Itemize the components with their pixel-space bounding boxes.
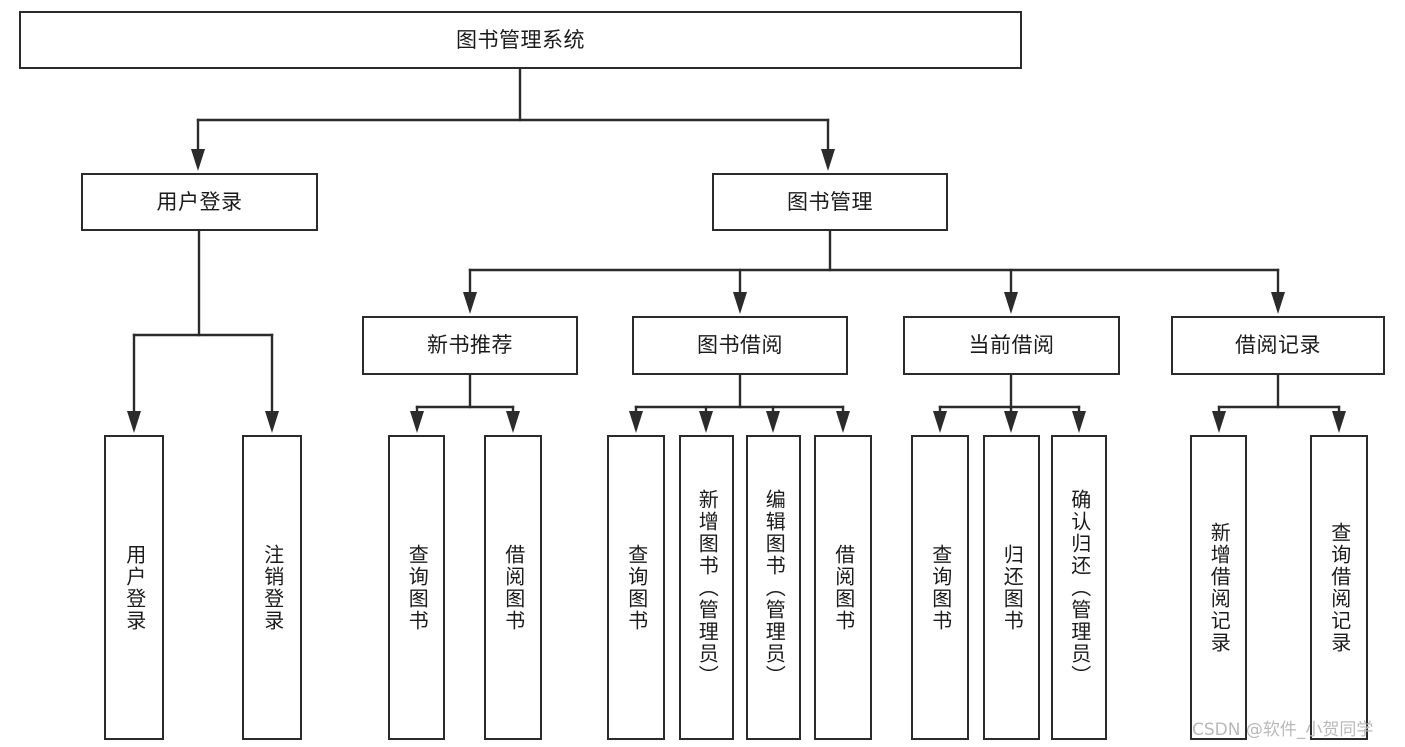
leaf-add-book-label: 新增图书（管理员）	[695, 488, 720, 687]
leaf-query-book-2[interactable]: 查询图书	[607, 435, 665, 740]
leaf-add-borrow-record-label: 新增借阅记录	[1207, 521, 1232, 654]
leaf-add-borrow-record[interactable]: 新增借阅记录	[1190, 435, 1247, 740]
leaf-logout[interactable]: 注销登录	[242, 435, 302, 740]
leaf-return-book[interactable]: 归还图书	[983, 435, 1040, 740]
node-user-login-label: 用户登录	[156, 189, 243, 214]
leaf-confirm-return[interactable]: 确认归还（管理员）	[1051, 435, 1107, 740]
node-root[interactable]: 图书管理系统	[19, 11, 1022, 69]
leaf-user-login[interactable]: 用户登录	[104, 435, 164, 740]
arrow-to-borrow-record	[1271, 292, 1285, 314]
leaf-query-book-1[interactable]: 查询图书	[388, 435, 445, 740]
node-borrowing-record-label: 借阅记录	[1235, 333, 1321, 358]
arrow-to-user-login	[191, 149, 205, 171]
csdn-watermark: CSDN @软件_小贺同学	[1192, 720, 1374, 740]
arrow-to-leaf-logout	[265, 411, 279, 433]
node-book-management[interactable]: 图书管理	[712, 173, 948, 231]
leaf-borrow-book-2-label: 借阅图书	[831, 543, 856, 632]
leaf-return-book-label: 归还图书	[1000, 543, 1025, 632]
arrow-to-leaf-user-login	[127, 411, 141, 433]
leaf-borrow-book-1[interactable]: 借阅图书	[484, 435, 542, 740]
leaf-borrow-book-1-label: 借阅图书	[501, 543, 526, 632]
node-book-borrowing[interactable]: 图书借阅	[632, 316, 848, 375]
leaf-confirm-return-label: 确认归还（管理员）	[1067, 488, 1092, 687]
leaf-user-login-label: 用户登录	[122, 543, 147, 632]
node-current-borrowing-label: 当前借阅	[968, 333, 1055, 358]
node-user-login[interactable]: 用户登录	[81, 173, 318, 231]
leaf-query-borrow-record-label: 查询借阅记录	[1327, 521, 1352, 654]
leaf-edit-book[interactable]: 编辑图书（管理员）	[746, 435, 801, 740]
leaf-logout-label: 注销登录	[260, 543, 285, 632]
leaf-query-book-1-label: 查询图书	[405, 543, 430, 632]
arrow-to-leaf-query-record	[1332, 411, 1346, 433]
leaf-query-borrow-record[interactable]: 查询借阅记录	[1310, 435, 1368, 740]
arrow-to-book-borrow	[733, 292, 747, 314]
arrow-to-leaf-return-book	[1004, 411, 1018, 433]
node-book-borrowing-label: 图书借阅	[697, 333, 783, 358]
arrow-to-leaf-edit-book	[766, 411, 780, 433]
arrow-to-new-book-rec	[463, 292, 477, 314]
node-current-borrowing[interactable]: 当前借阅	[903, 316, 1120, 375]
arrow-to-leaf-add-record	[1212, 411, 1226, 433]
node-new-book-recommendation[interactable]: 新书推荐	[362, 316, 578, 375]
leaf-add-book[interactable]: 新增图书（管理员）	[679, 435, 734, 740]
arrow-to-leaf-add-book	[699, 411, 713, 433]
leaf-query-book-3[interactable]: 查询图书	[911, 435, 969, 740]
leaf-edit-book-label: 编辑图书（管理员）	[762, 488, 787, 687]
arrow-to-leaf-confirm-return	[1072, 411, 1086, 433]
leaf-borrow-book-2[interactable]: 借阅图书	[814, 435, 872, 740]
arrow-to-leaf-query-book-1	[410, 411, 424, 433]
node-borrowing-record[interactable]: 借阅记录	[1171, 316, 1385, 375]
arrow-to-leaf-query-book-2	[629, 411, 643, 433]
arrow-to-leaf-borrow-book-1	[506, 411, 520, 433]
node-new-book-recommendation-label: 新书推荐	[427, 333, 513, 358]
arrow-to-current-borrow	[1004, 292, 1018, 314]
leaf-query-book-3-label: 查询图书	[928, 543, 953, 632]
arrow-to-leaf-query-book-3	[933, 411, 947, 433]
arrow-to-leaf-borrow-book-2	[836, 411, 850, 433]
node-root-label: 图书管理系统	[456, 27, 585, 52]
leaf-query-book-2-label: 查询图书	[624, 543, 649, 632]
node-book-management-label: 图书管理	[787, 189, 873, 214]
arrow-to-book-mgmt	[821, 149, 835, 171]
